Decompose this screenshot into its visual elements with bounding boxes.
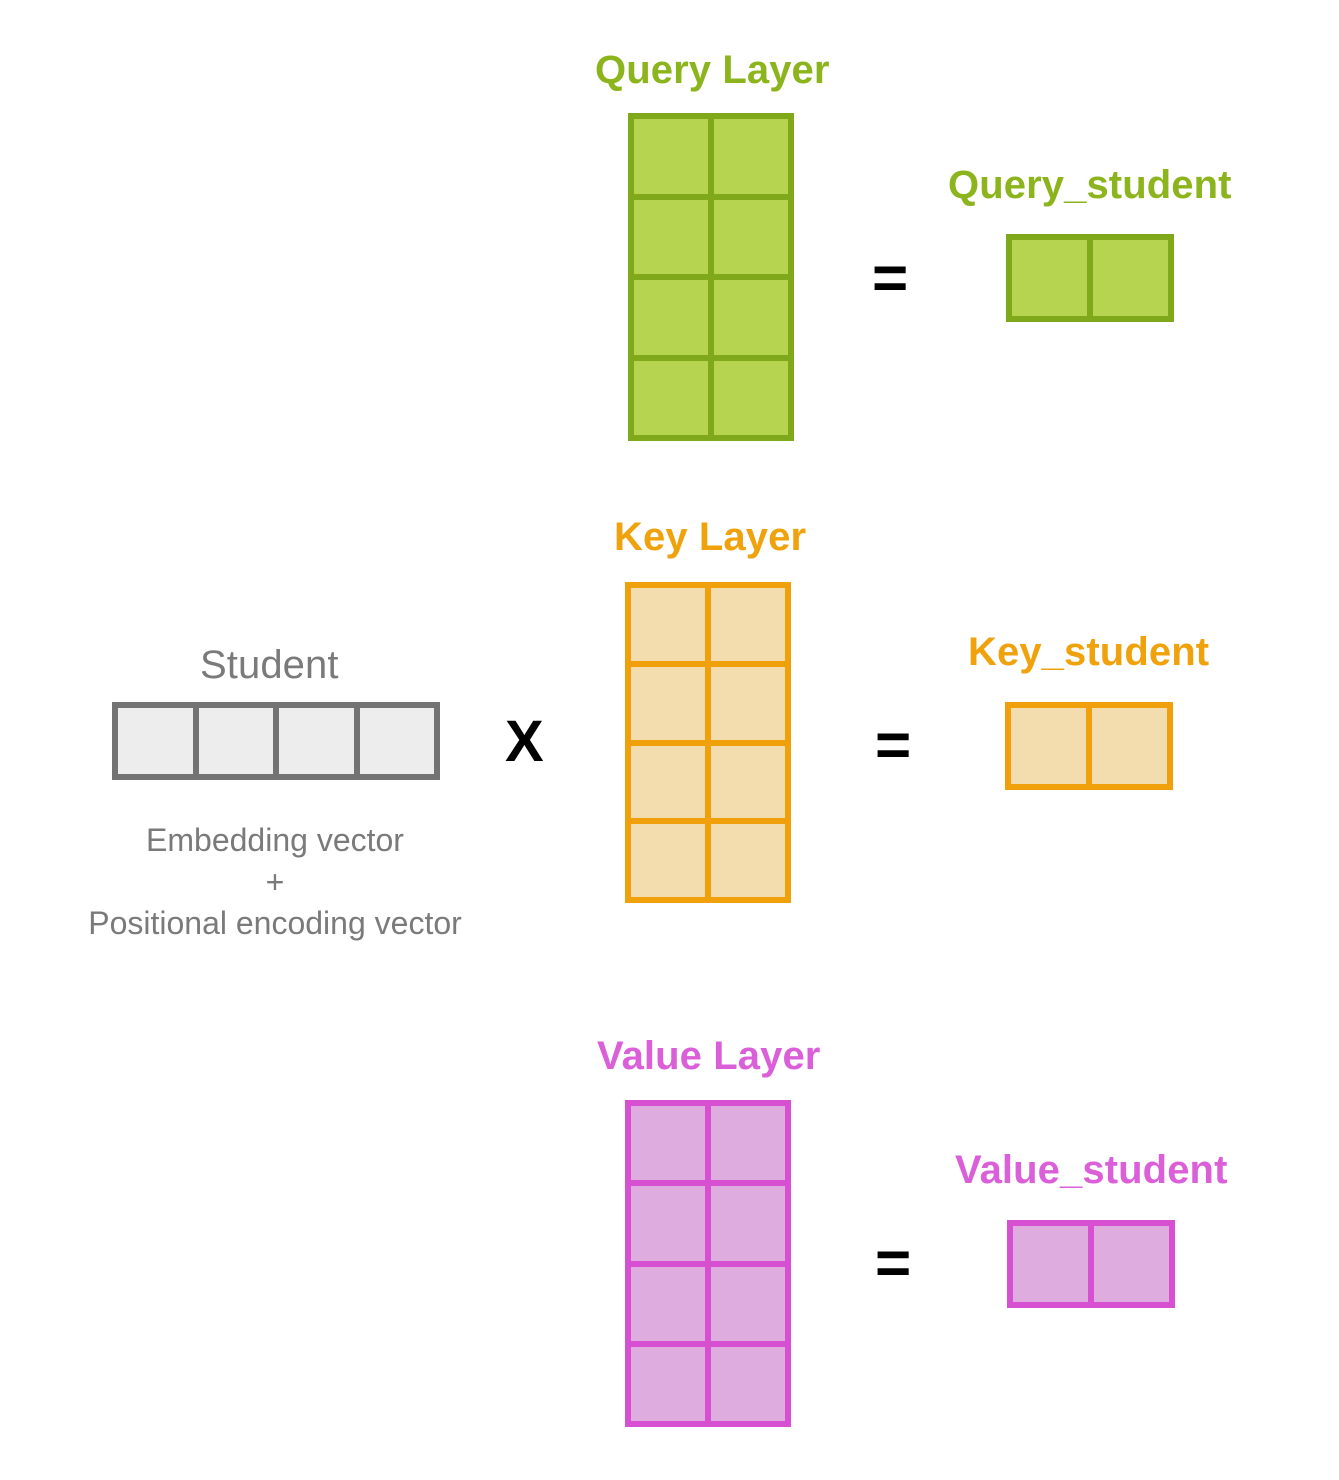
matrix-cell: [634, 280, 708, 355]
multiply-sign: X: [505, 709, 544, 774]
student-caption: Embedding vector + Positional encoding v…: [88, 822, 462, 942]
matrix-cell: [711, 588, 785, 661]
value-student-vector: [1007, 1220, 1175, 1308]
vector-cell: [1094, 1226, 1169, 1302]
matrix-cell: [711, 1106, 785, 1181]
matrix-cell: [634, 199, 708, 274]
matrix-cell: [711, 1346, 785, 1421]
matrix-cell: [711, 745, 785, 819]
vector-cell: [198, 708, 273, 774]
query-student-vector: [1006, 234, 1174, 322]
equals-sign-query: =: [872, 244, 909, 313]
query-student-title: Query_student: [948, 163, 1232, 207]
matrix-cell: [714, 199, 788, 274]
matrix-cell: [631, 1106, 705, 1181]
matrix-cell: [711, 1266, 785, 1341]
query-layer-matrix: [628, 113, 794, 441]
vector-cell: [1012, 240, 1087, 316]
equals-sign-key: =: [875, 711, 912, 780]
equals-sign-value: =: [875, 1229, 912, 1298]
matrix-cell: [711, 666, 785, 740]
student-title: Student: [200, 643, 339, 687]
value-layer-matrix: [625, 1100, 791, 1427]
value-layer-title: Value Layer: [597, 1034, 821, 1078]
matrix-cell: [634, 360, 708, 435]
vector-cell: [1013, 1226, 1088, 1302]
matrix-cell: [714, 119, 788, 194]
matrix-cell: [631, 1186, 705, 1261]
vector-cell: [279, 708, 354, 774]
vector-cell: [1011, 708, 1086, 784]
vector-cell: [359, 708, 434, 774]
matrix-cell: [631, 745, 705, 819]
matrix-cell: [711, 824, 785, 897]
matrix-cell: [714, 360, 788, 435]
vector-cell: [118, 708, 193, 774]
key-student-title: Key_student: [968, 630, 1210, 674]
key-student-vector: [1005, 702, 1173, 790]
key-layer-title: Key Layer: [614, 515, 807, 559]
matrix-cell: [714, 280, 788, 355]
vector-cell: [1092, 708, 1167, 784]
vector-cell: [1093, 240, 1168, 316]
matrix-cell: [631, 1346, 705, 1421]
student-input-vector: [112, 702, 440, 780]
query-layer-title: Query Layer: [595, 48, 830, 92]
matrix-cell: [631, 824, 705, 897]
matrix-cell: [631, 666, 705, 740]
matrix-cell: [631, 1266, 705, 1341]
matrix-cell: [631, 588, 705, 661]
value-student-title: Value_student: [955, 1148, 1228, 1192]
key-layer-matrix: [625, 582, 791, 903]
matrix-cell: [711, 1186, 785, 1261]
matrix-cell: [634, 119, 708, 194]
